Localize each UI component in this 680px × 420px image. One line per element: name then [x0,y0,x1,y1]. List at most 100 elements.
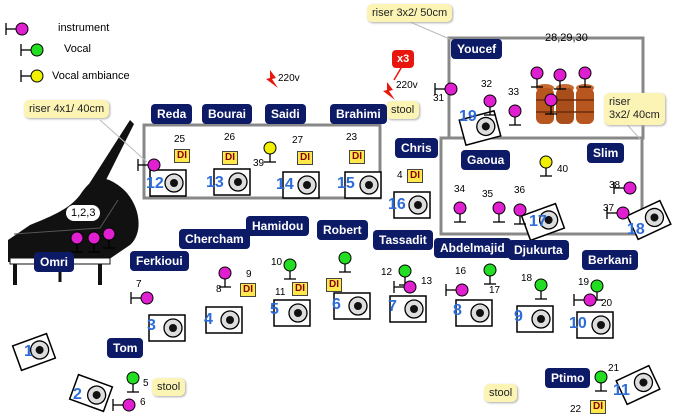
conga-drums-icon [536,84,594,124]
channel-label: 1,2,3 [66,205,101,221]
musician-tassadit: Tassadit [373,230,433,250]
ambiance-mic-icon [539,155,553,177]
channel-label: 39 [253,158,265,169]
musician-gaoua: Gaoua [461,150,511,170]
instrument-mic-icon [218,266,232,288]
monitor-number: 12 [146,175,164,192]
di-box: DI [326,278,342,292]
channel-label: 28,29,30 [545,32,588,44]
instrument-mic-icon [492,201,506,223]
di-box: DI [297,151,313,165]
monitor-number: 10 [569,315,587,332]
channel-label: 35 [482,189,494,200]
instrument-mic-icon [483,94,497,116]
di-box: DI [349,150,365,164]
channel-label: 16 [455,266,467,277]
stool-callout: stool [386,101,420,119]
monitor-number: 17 [529,213,547,230]
monitor-number: 13 [206,174,224,191]
monitor-icon [273,299,311,327]
instrument-mic-icon [508,104,522,126]
monitor-number: 7 [388,298,397,315]
stool-callout: stool [484,384,518,402]
x3-badge: x3 [392,50,415,68]
monitor-number: 8 [453,302,462,319]
channel-label: 38 [609,180,621,191]
di-box: DI [240,283,256,297]
channel-label: 34 [454,184,466,195]
vocal-mic-icon [483,263,497,285]
channel-label: 40 [557,164,569,175]
instrument-mic-icon [453,201,467,223]
channel-label: 11 [275,287,286,298]
channel-label: 32 [481,79,493,90]
instrument-mic-icon [578,66,592,88]
instrument-mic-icon [87,231,101,253]
vocal-mic-icon [20,43,44,57]
musician-tom: Tom [107,338,144,358]
ambiance-mic-icon [20,69,44,83]
vocal-mic-icon [283,258,297,280]
musician-berkani: Berkani [582,250,639,270]
instrument-mic-icon [130,291,154,305]
legend-vocal-label: Vocal [64,43,91,55]
musician-robert: Robert [317,220,368,240]
di-box: DI [222,151,238,165]
monitor-number: 5 [270,301,279,318]
instrument-mic-icon [544,93,558,115]
channel-label: 21 [608,363,620,374]
power-bolt-icon [383,82,395,100]
channel-label: 36 [514,185,526,196]
musician-abdelmajid: Abdelmajid [434,238,511,258]
musician-ptimo: Ptimo [545,368,591,388]
channel-label: 19 [578,277,590,288]
riser-left-callout: riser 4x1/ 40cm [24,100,110,118]
channel-label: 12 [381,267,393,278]
monitor-number: 3 [147,317,156,334]
vocal-mic-icon [594,370,608,392]
musician-chercham: Chercham [179,229,250,249]
power-bolt-icon [266,70,278,88]
power-label: 220v [396,80,418,91]
channel-label: 33 [508,87,520,98]
musician-slim: Slim [587,143,625,163]
musician-reda: Reda [151,104,193,124]
instrument-mic-icon [445,283,469,297]
channel-label: 23 [346,132,358,143]
instrument-mic-icon [70,231,84,253]
musician-brahimi: Brahimi [330,104,387,124]
musician-ferkioui: Ferkioui [130,251,189,271]
ambiance-mic-icon [263,141,277,163]
vocal-mic-icon [338,251,352,273]
monitor-number: 2 [73,386,82,403]
monitor-number: 14 [276,176,294,193]
monitor-number: 6 [332,296,341,313]
channel-label: 27 [292,135,304,146]
musician-djukurta: Djukurta [508,240,569,260]
riser-right-line2: 3x2/ 40cm [609,109,660,121]
vocal-mic-icon [590,279,604,301]
musician-chris: Chris [395,138,438,158]
monitor-number: 15 [337,175,355,192]
channel-label: 9 [246,269,252,280]
di-box: DI [292,282,308,296]
monitor-number: 1 [24,343,33,360]
monitor-number: 18 [627,221,645,238]
monitor-number: 16 [388,196,406,213]
monitor-number: 9 [514,308,523,325]
channel-label: 26 [224,132,236,143]
instrument-mic-icon [393,280,417,294]
riser-right-callout: riser 3x2/ 40cm [604,93,665,125]
instrument-mic-icon [137,158,161,172]
channel-label: 20 [601,298,613,309]
monitor-number: 11 [613,382,630,399]
instrument-mic-icon [112,398,136,412]
channel-label: 10 [271,257,283,268]
channel-label: 25 [174,134,186,145]
instrument-mic-icon [102,227,116,249]
vocal-mic-icon [534,278,548,300]
instrument-mic-icon [613,181,637,195]
channel-label: 13 [421,276,433,287]
vocal-mic-icon [126,371,140,393]
